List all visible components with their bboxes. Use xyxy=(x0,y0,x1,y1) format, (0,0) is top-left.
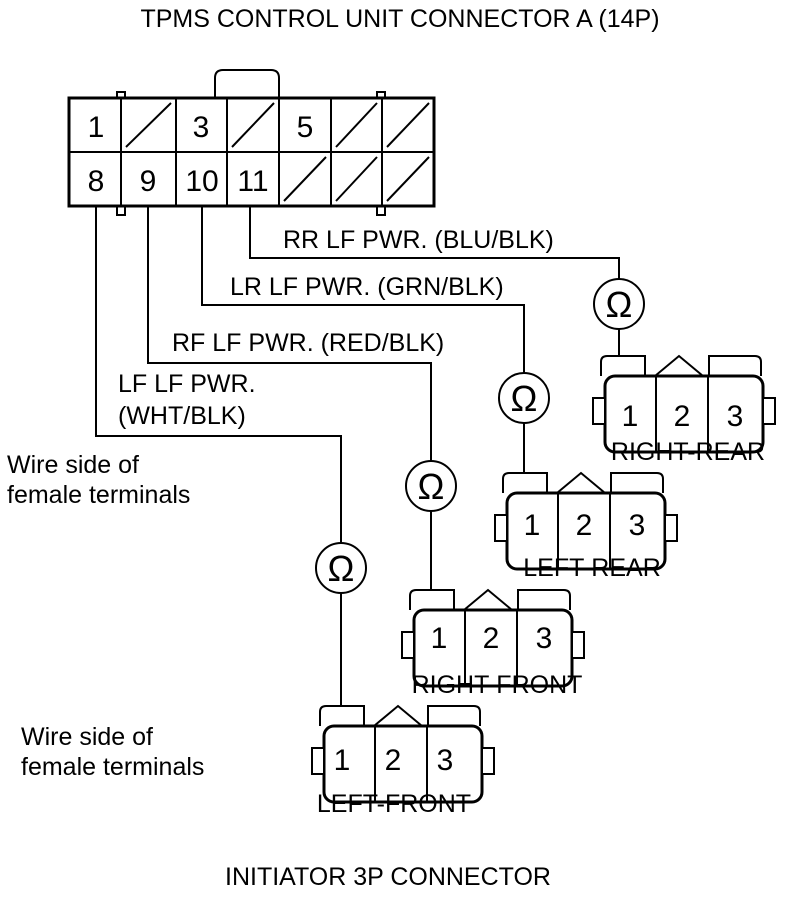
wire-lf: LF LF PWR. (WHT/BLK) xyxy=(95,206,342,725)
diagram-title: TPMS CONTROL UNIT CONNECTOR A (14P) xyxy=(140,5,659,33)
right-rear-pin-2: 2 xyxy=(674,400,691,433)
right-front-pin-3: 3 xyxy=(536,622,553,655)
ohmmeter-lf: Ω xyxy=(315,542,367,594)
ohmmeter-rr: Ω xyxy=(593,278,645,330)
wire-side-note-lower: Wire side of female terminals xyxy=(21,723,204,781)
pin-1: 1 xyxy=(88,111,105,144)
initiator-label-left-rear: LEFT-REAR xyxy=(523,554,661,582)
wire-label-lf-color: (WHT/BLK) xyxy=(118,402,246,430)
wire-label-rr: RR LF PWR. (BLU/BLK) xyxy=(283,226,554,254)
pin-9: 9 xyxy=(140,165,157,198)
wire-side-line-1: Wire side of xyxy=(7,451,139,479)
wire-rr: RR LF PWR. (BLU/BLK) xyxy=(249,206,620,376)
ohmmeter-rf: Ω xyxy=(405,460,457,512)
wire-label-lr: LR LF PWR. (GRN/BLK) xyxy=(230,273,504,301)
wire-side-line-2: female terminals xyxy=(21,753,204,781)
left-front-pin-2: 2 xyxy=(385,744,402,777)
pin-8: 8 xyxy=(88,165,105,198)
wire-side-line-2: female terminals xyxy=(7,481,190,509)
left-rear-pin-2: 2 xyxy=(576,509,593,542)
right-rear-pin-3: 3 xyxy=(727,400,744,433)
initiator-connector-left-front: 1 2 3 xyxy=(311,704,495,804)
right-rear-pin-1: 1 xyxy=(622,400,639,433)
ohm-symbol-lr: Ω xyxy=(511,378,538,419)
control-unit-connector: 1 3 5 8 9 10 11 xyxy=(67,69,436,216)
pin-3: 3 xyxy=(193,111,210,144)
left-front-pin-3: 3 xyxy=(437,744,454,777)
wire-side-note-upper: Wire side of female terminals xyxy=(7,451,190,509)
right-front-pin-2: 2 xyxy=(483,622,500,655)
wire-rf: RF LF PWR. (RED/BLK) xyxy=(147,206,444,609)
initiator-label-left-front: LEFT-FRONT xyxy=(317,790,471,818)
initiator-connector-right-rear: 1 2 3 xyxy=(592,354,776,454)
left-rear-pin-1: 1 xyxy=(524,509,541,542)
right-front-pin-1: 1 xyxy=(431,622,448,655)
initiator-label-right-rear: RIGHT-REAR xyxy=(611,438,765,466)
pin-10: 10 xyxy=(185,165,218,198)
footer-caption: INITIATOR 3P CONNECTOR xyxy=(225,863,551,891)
left-rear-pin-3: 3 xyxy=(629,509,646,542)
pin-5: 5 xyxy=(297,111,314,144)
wire-label-lf: LF LF PWR. xyxy=(118,370,256,398)
ohmmeter-lr: Ω xyxy=(498,372,550,424)
wire-label-rf: RF LF PWR. (RED/BLK) xyxy=(172,329,444,357)
ohm-symbol-rr: Ω xyxy=(606,284,633,325)
pin-11: 11 xyxy=(237,165,268,198)
initiator-connector-right-front: 1 2 3 xyxy=(401,588,585,688)
ohm-symbol-lf: Ω xyxy=(328,548,355,589)
left-front-pin-1: 1 xyxy=(334,744,351,777)
initiator-connector-left-rear: 1 2 3 xyxy=(494,471,678,571)
wire-side-line-1: Wire side of xyxy=(21,723,153,751)
ohm-symbol-rf: Ω xyxy=(418,466,445,507)
initiator-label-right-front: RIGHT-FRONT xyxy=(412,671,583,699)
